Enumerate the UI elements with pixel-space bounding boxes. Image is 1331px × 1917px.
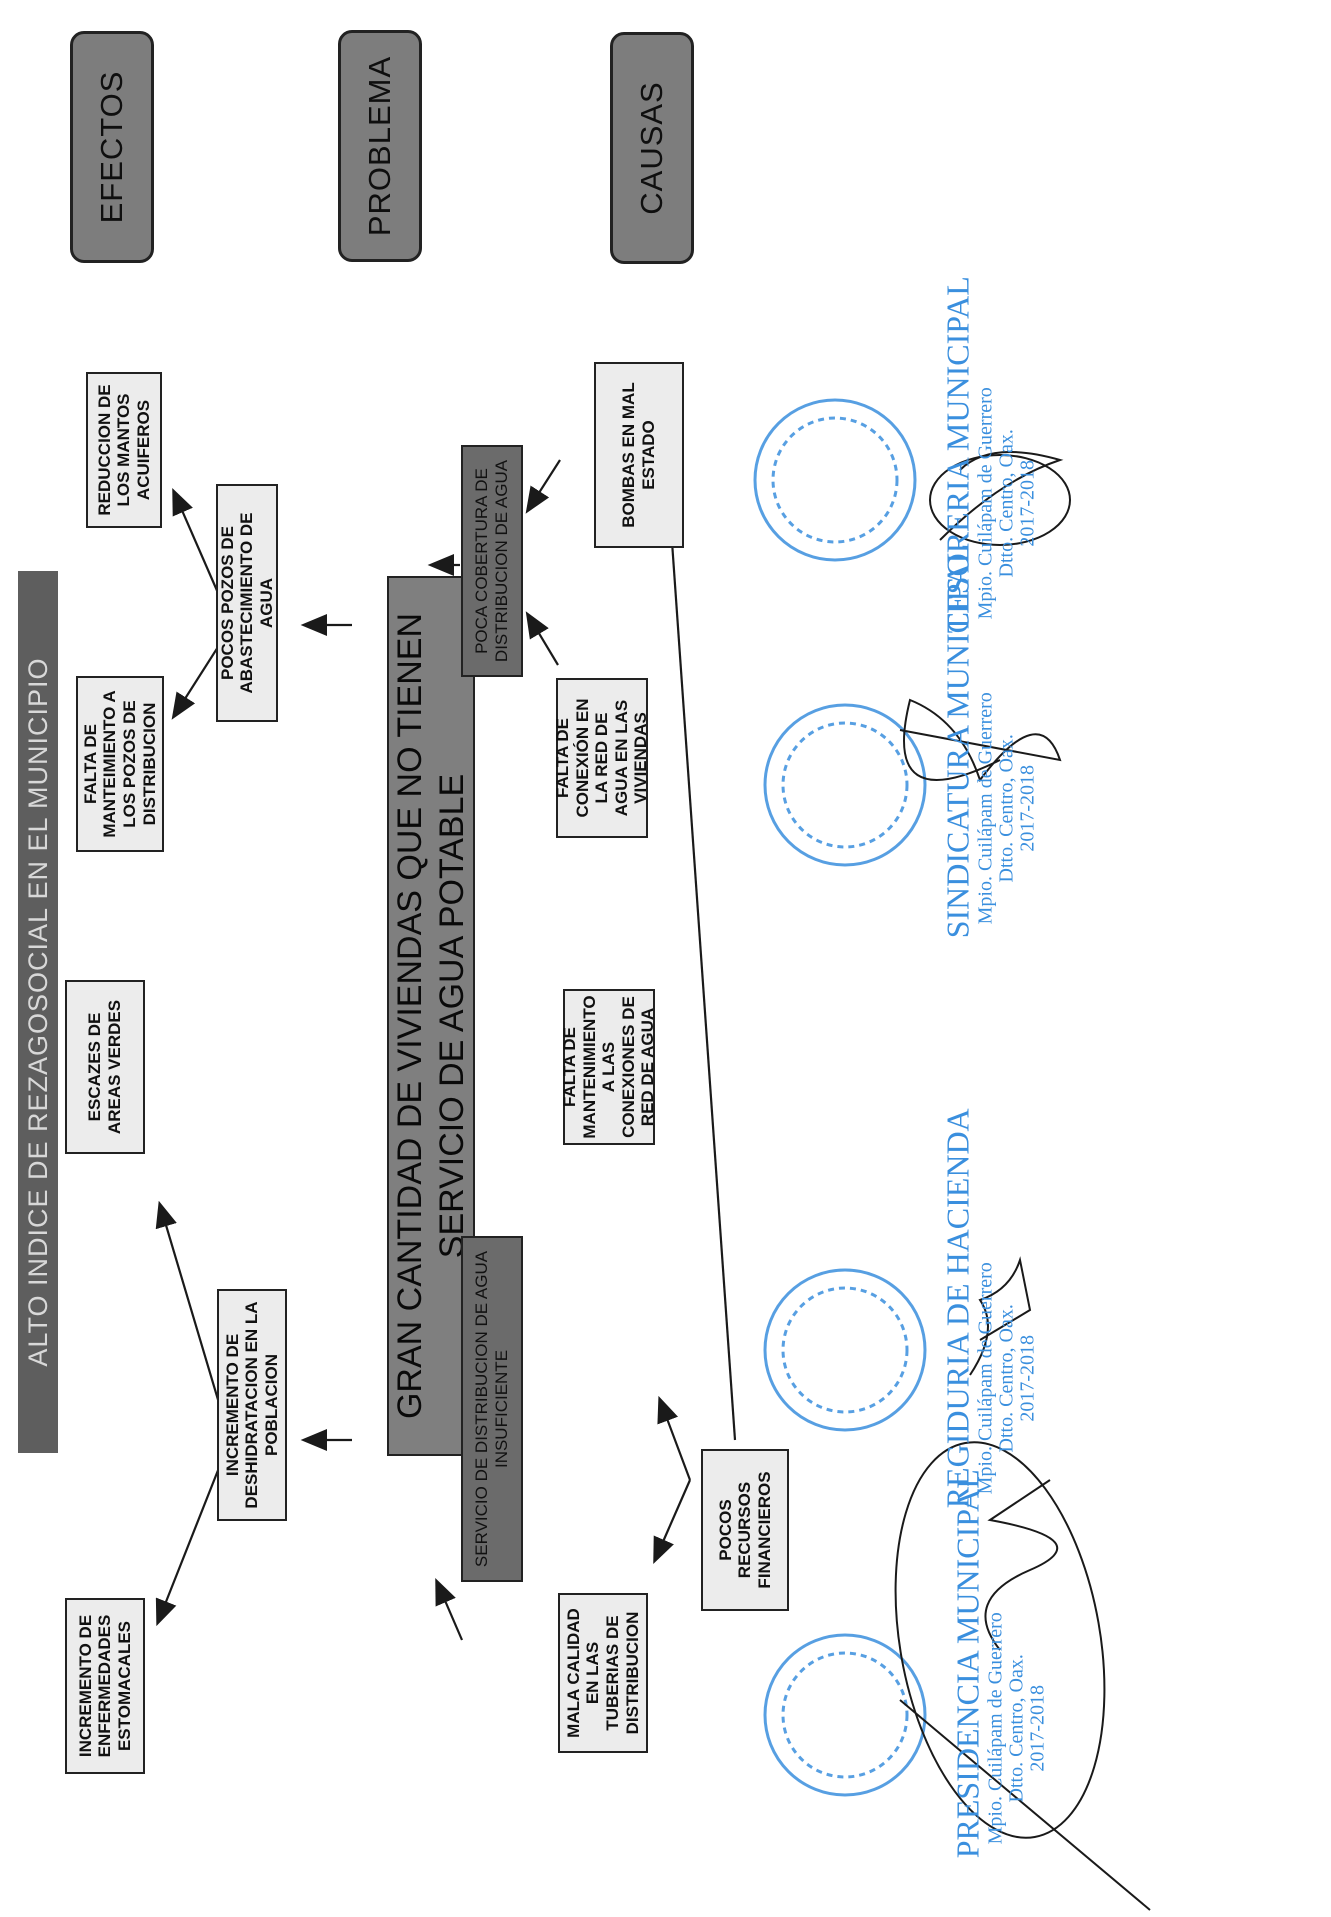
diagram-title: ALTO INDICE DE REZAGOSOCIAL EN EL MUNICI… [18, 571, 58, 1453]
cause-mala-calidad-tuberias: MALA CALIDAD EN LAS TUBERIAS DE DISTRIBU… [558, 1593, 648, 1753]
cause-servicio-insuficiente: SERVICIO DE DISTRIBUCION DE AGUA INSUFIC… [461, 1236, 523, 1582]
effect-box-areas-verdes: ESCAZES DE AREAS VERDES [65, 980, 145, 1154]
stamp-sindicatura: SINDICATURA MUNICIPAL Mpio. Cuilápam de … [939, 543, 1039, 939]
stamp-regiduria: REGIDURIA DE HACIENDA Mpio. Cuilápam de … [939, 1108, 1039, 1509]
effect-mid-pocos-pozos: POCOS POZOS DE ABASTECIMIENTO DE AGUA [216, 484, 278, 722]
effect-mid-deshidratacion: INCREMENTO DE DESHIDRATACION EN LA POBLA… [217, 1289, 287, 1521]
tab-efectos: EFECTOS [70, 31, 154, 263]
cause-poca-cobertura: POCA COBERTURA DE DISTRIBUCION DE AGUA [461, 445, 523, 677]
stamp-presidencia: PRESIDENCIA MUNICIPAL Mpio. Cuilápam de … [949, 1469, 1049, 1859]
effect-box-mantenimiento-pozos: FALTA DE MANTEIMIENTO A LOS POZOS DE DIS… [76, 676, 164, 852]
cause-root-recursos: POCOS RECURSOS FINANCIEROS [701, 1449, 789, 1611]
stamp-tesoreria: TESORERIA MUNICIPAL Mpio. Cuilápam de Gu… [939, 276, 1039, 634]
tab-causas: CAUSAS [610, 32, 694, 264]
cause-mantenimiento-conexiones: FALTA DE MANTENIMIENTO A LAS CONEXIONES … [560, 989, 657, 1145]
cause-bombas-mal-estado: BOMBAS EN MAL ESTADO [594, 362, 684, 548]
effect-box-mantos-acuiferos: REDUCCION DE LOS MANTOS ACUIFEROS [86, 372, 162, 528]
tab-problema: PROBLEMA [338, 30, 422, 262]
cause-falta-conexion-viviendas: FALTA DE CONEXIÓN EN LA RED DE AGUA EN L… [553, 678, 650, 838]
effect-box-enfermedades: INCREMENTO DE ENFERMEDADES ESTOMACALES [65, 1598, 145, 1774]
